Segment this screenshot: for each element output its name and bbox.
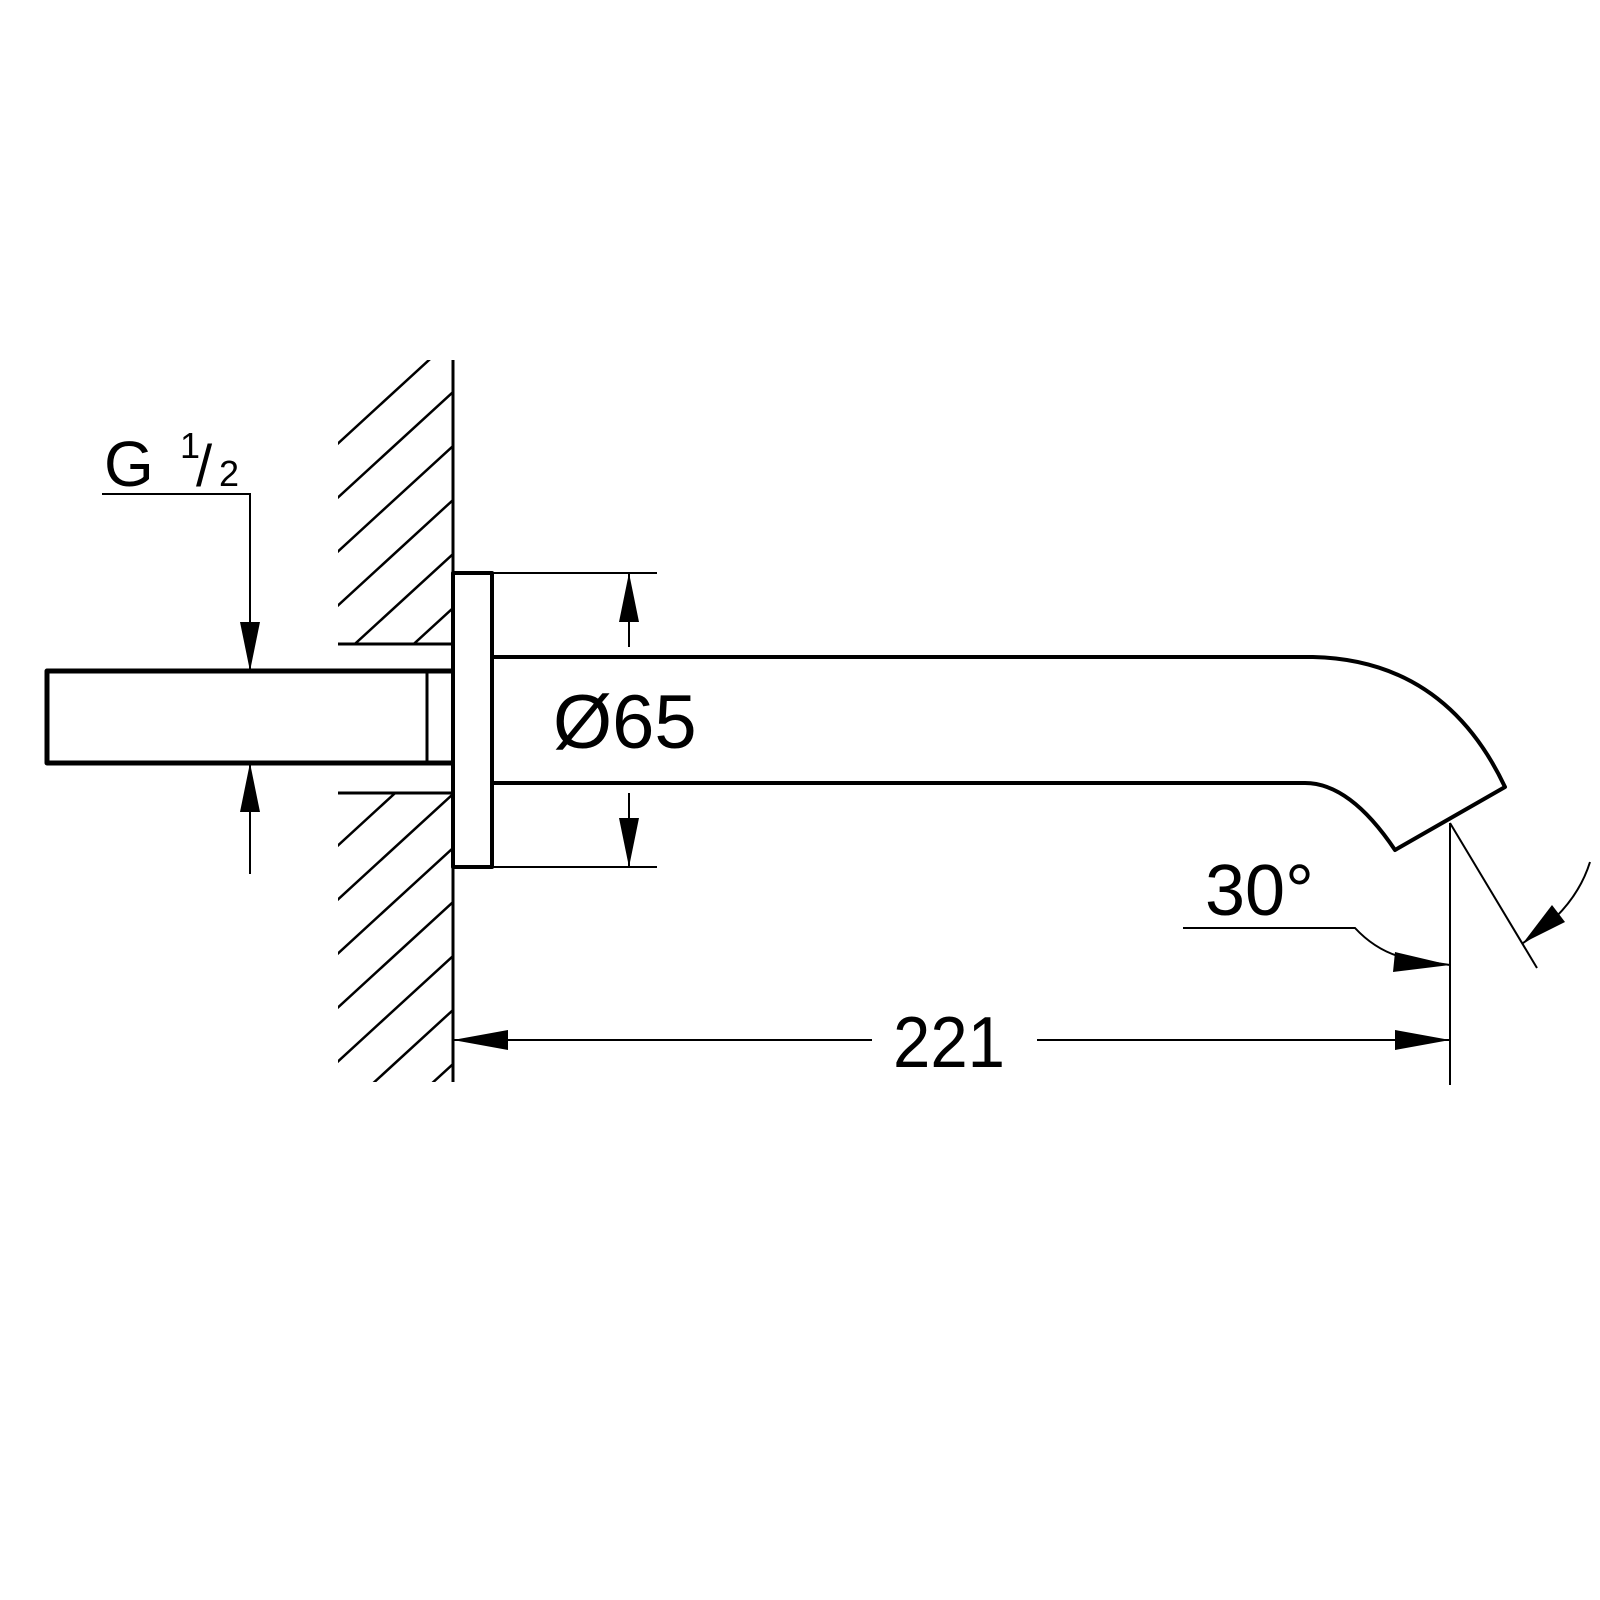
diameter-dimension: Ø65 — [492, 572, 697, 868]
length-dimension: 221 — [453, 823, 1451, 1085]
arrow-right-icon — [1395, 1030, 1450, 1050]
thread-label-slash: / — [196, 434, 213, 499]
hatch-line — [333, 662, 453, 772]
hatch-line — [338, 847, 453, 956]
thread-label-numerator: 1 — [180, 425, 200, 466]
hatch-line — [338, 391, 453, 500]
angle-dimension: 30° — [1183, 822, 1591, 972]
wall — [333, 360, 455, 1282]
hatch-line — [372, 1009, 453, 1082]
hatch-line — [338, 499, 453, 608]
thread-label-prefix: G — [104, 428, 154, 500]
hatch-line — [338, 793, 398, 848]
hatch-line — [338, 901, 453, 1010]
hatch-line — [338, 793, 453, 902]
arrow-curved-icon — [1523, 905, 1565, 943]
hatch-line — [333, 1118, 453, 1228]
hatch-line — [352, 553, 453, 644]
connection-pipe — [44, 668, 453, 766]
spout-body — [492, 655, 1507, 852]
diameter-label: Ø65 — [553, 680, 697, 765]
hatch-line — [333, 1172, 453, 1282]
arrow-up-icon — [619, 573, 639, 622]
arrow-down-icon — [240, 622, 260, 671]
hatch-line — [338, 955, 453, 1064]
arrow-up-icon — [240, 763, 260, 812]
hatch-line — [338, 445, 453, 554]
angle-label: 30° — [1205, 851, 1314, 931]
thread-label-denominator: 2 — [219, 453, 239, 494]
hatch-line — [338, 360, 431, 446]
hatch-line — [411, 607, 453, 644]
length-label: 221 — [893, 1003, 1005, 1083]
arrow-left-icon — [453, 1030, 508, 1050]
wall-flange — [451, 571, 494, 869]
wall-hatching-bottom — [333, 793, 453, 1282]
wall-hatching-top — [333, 360, 453, 772]
hatch-line — [431, 1063, 453, 1082]
thread-dimension: G 1 / 2 — [102, 425, 260, 874]
arrow-right-icon — [1393, 952, 1450, 972]
arrow-down-icon — [619, 818, 639, 867]
